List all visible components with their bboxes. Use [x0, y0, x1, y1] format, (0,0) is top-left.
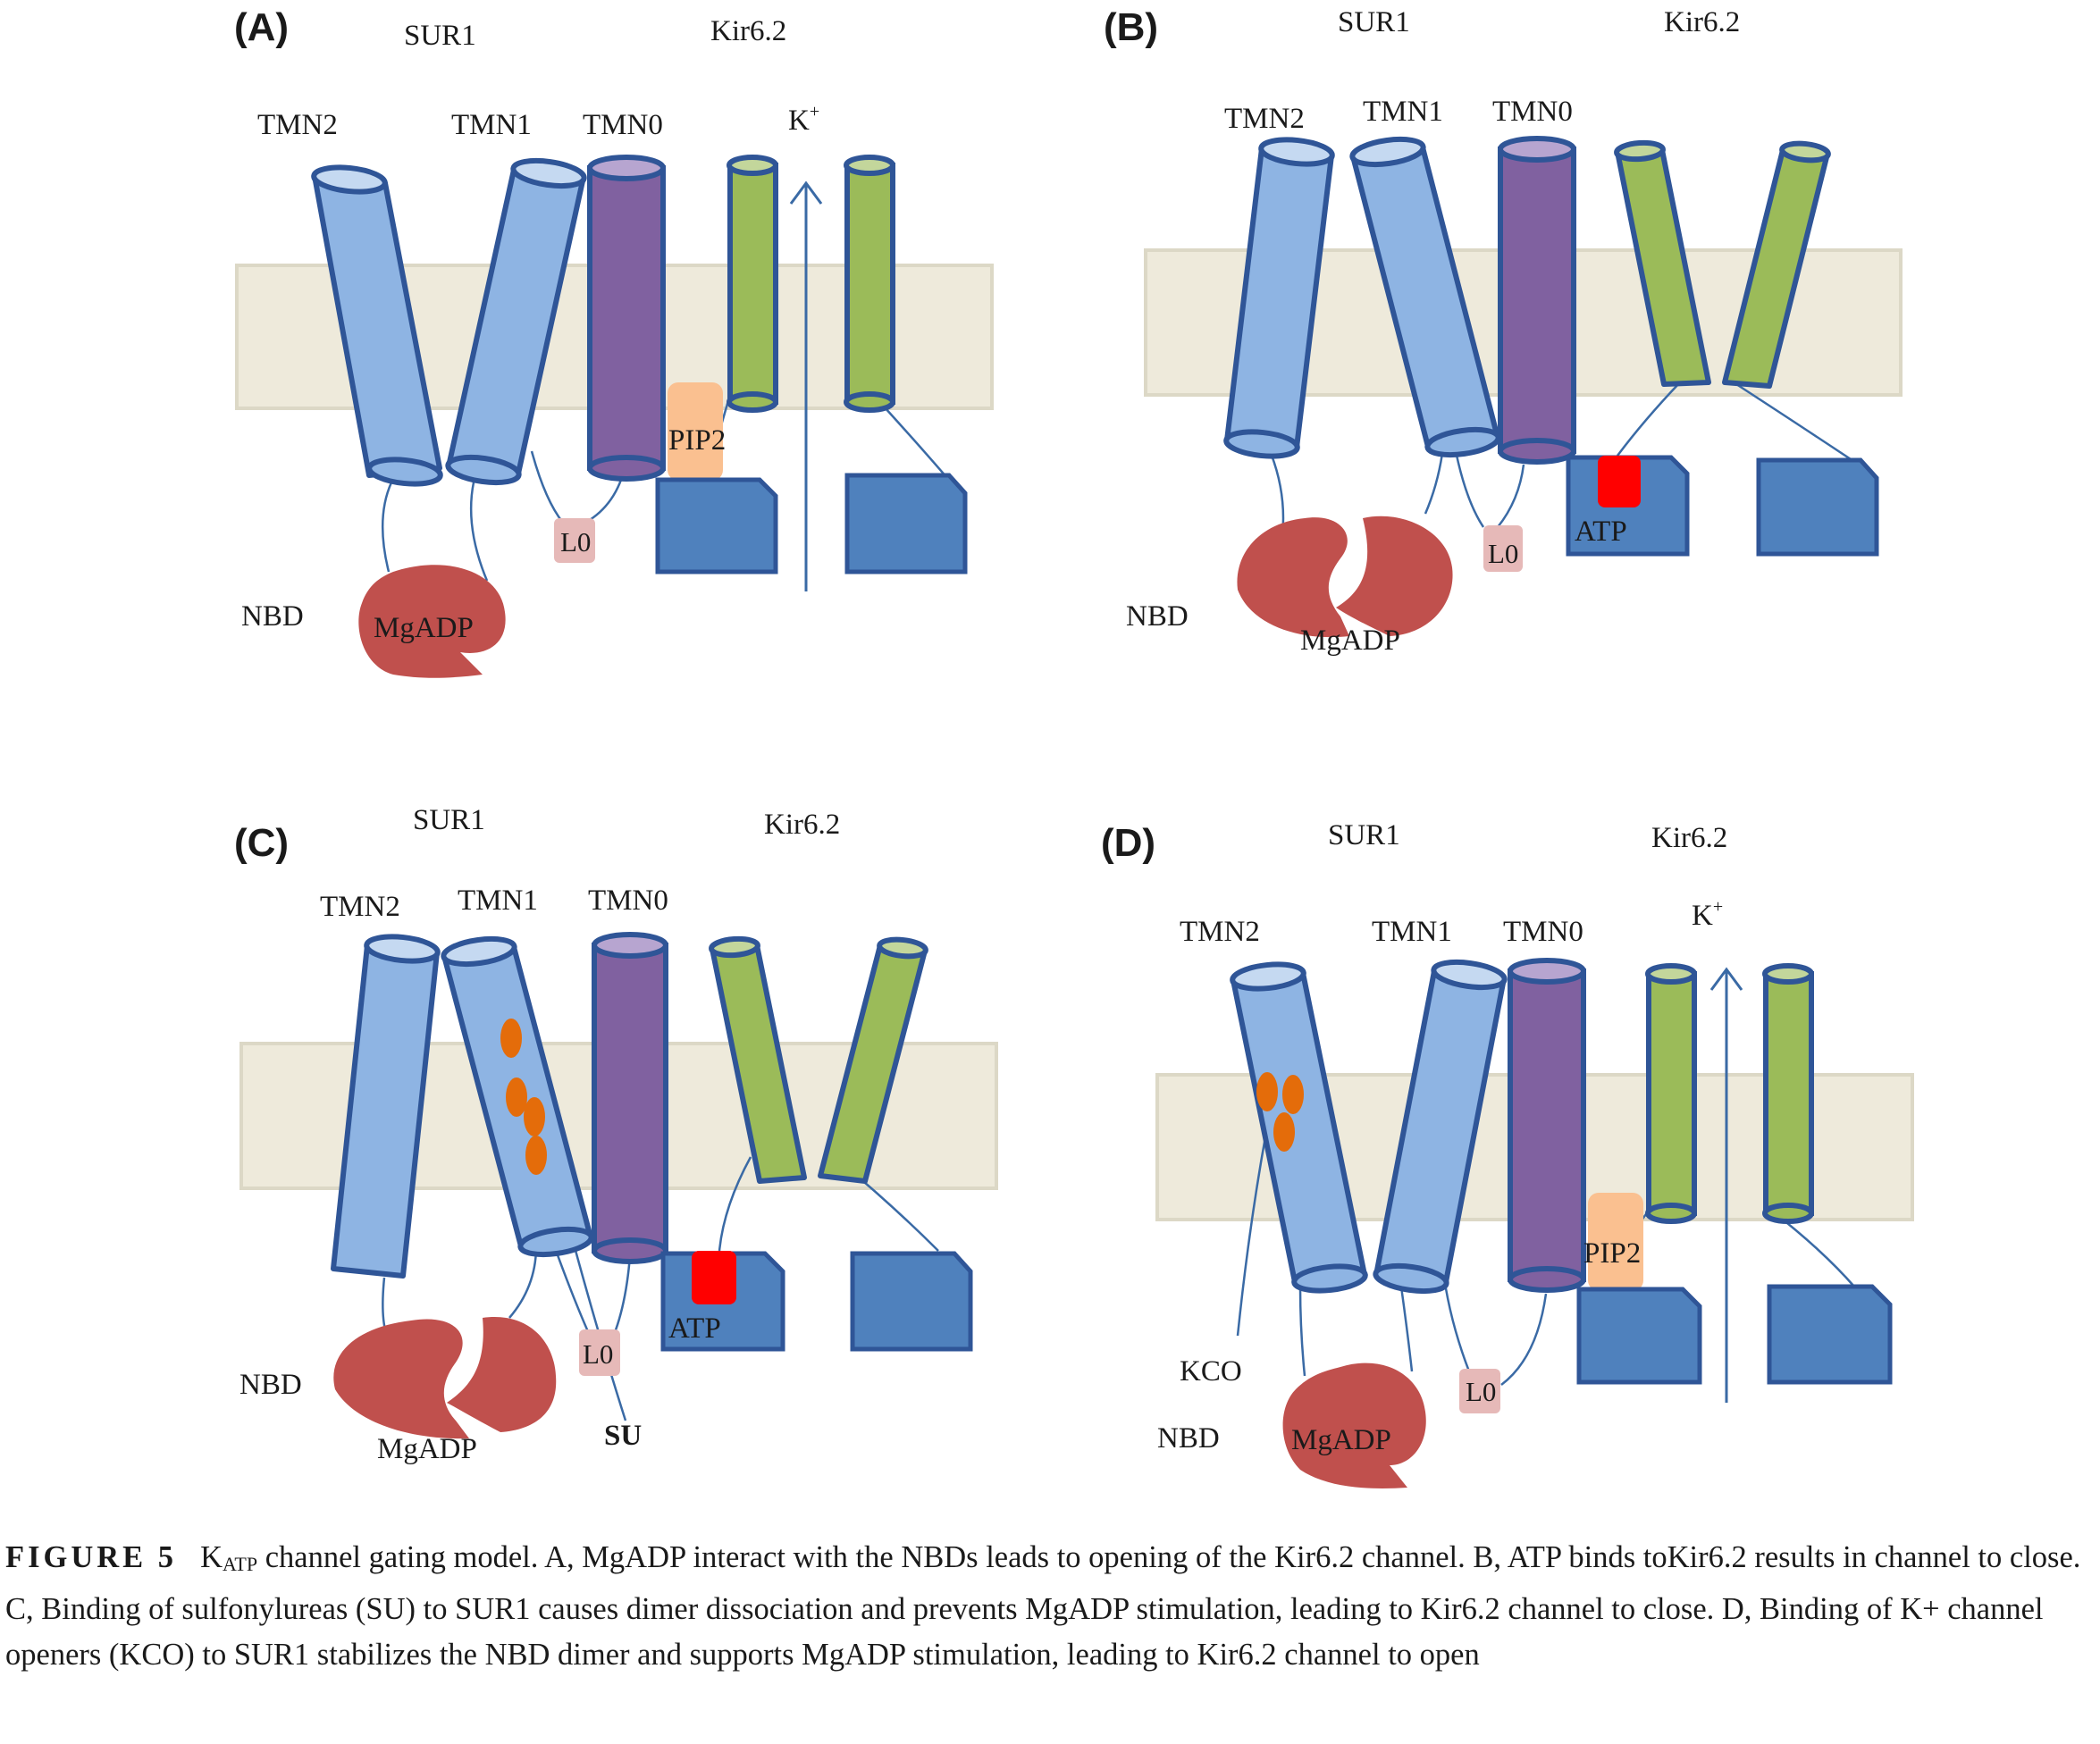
atp-label: ATP	[668, 1312, 721, 1345]
panel-letter-d: (D)	[1101, 821, 1155, 865]
tmn2-helix	[1223, 137, 1335, 459]
sur1-label: SUR1	[413, 804, 485, 836]
tmn1-helix	[445, 157, 587, 486]
figure-label: FIGURE 5	[5, 1540, 178, 1574]
su-binding-dots	[500, 1019, 547, 1175]
nbd-label: NBD	[241, 600, 304, 633]
kir-label: Kir6.2	[1651, 822, 1727, 854]
panel-letter-a: (A)	[234, 5, 289, 49]
kir-helix-right	[1762, 963, 1814, 1224]
mgadp-label: MgADP	[1291, 1424, 1391, 1456]
tmn1-label: TMN1	[451, 109, 532, 141]
tmn0-label: TMN0	[1492, 96, 1573, 128]
l0-label: L0	[1488, 538, 1518, 569]
tmn1-label: TMN1	[1363, 96, 1443, 128]
k-arrow	[1709, 967, 1743, 1403]
tmn0-helix	[1498, 136, 1576, 465]
tmn0-label: TMN0	[1503, 916, 1583, 948]
kir-nbd-box-right	[1756, 457, 1879, 557]
kco-label: KCO	[1180, 1355, 1242, 1388]
kir-helix-left	[727, 155, 778, 413]
tmn2-label: TMN2	[320, 891, 400, 923]
mgadp-dimer	[1282, 1362, 1426, 1488]
kir-nbd-box-left	[1576, 1287, 1702, 1385]
mgadp-label: MgADP	[374, 612, 474, 644]
katp-subscript: ATP	[222, 1553, 258, 1575]
katp-symbol: K	[200, 1540, 223, 1574]
pip2-box	[1588, 1193, 1643, 1291]
l0-label: L0	[583, 1338, 613, 1370]
tmn0-helix	[592, 932, 668, 1264]
kir-helix-left	[1614, 139, 1711, 387]
k-plus-label: K+	[788, 102, 819, 137]
panel-letter-c: (C)	[234, 821, 289, 865]
mgadp-half-right	[447, 1317, 557, 1432]
tmn0-helix	[1508, 958, 1586, 1293]
katp-gating-figure: (A) SUR1 Kir6.2 TMN2 TMN1 TMN0 K+ PIP2 L…	[234, 5, 1914, 1488]
sur1-label: SUR1	[1328, 819, 1400, 851]
kir-label: Kir6.2	[710, 15, 786, 47]
pip2-box	[668, 382, 723, 481]
kir-helix-left	[1645, 963, 1697, 1224]
panel-a	[235, 155, 994, 678]
l0-box	[579, 1329, 620, 1376]
kir-nbd-box-right	[1767, 1284, 1893, 1385]
l0-box	[1483, 525, 1523, 572]
pip2-label: PIP2	[1583, 1237, 1641, 1270]
nbd-label: NBD	[1126, 600, 1189, 633]
kco-binding-dots	[1256, 1072, 1304, 1152]
kir-helix-right	[1722, 140, 1831, 389]
kir-label: Kir6.2	[1664, 6, 1740, 38]
l0-label: L0	[560, 526, 591, 558]
atp-box	[692, 1251, 736, 1304]
su-label: SU	[604, 1420, 642, 1452]
kir-nbd-box-right	[850, 1251, 973, 1352]
tmn2-label: TMN2	[257, 109, 338, 141]
panel-c	[239, 932, 998, 1439]
l0-box	[1459, 1369, 1500, 1413]
figure-caption: FIGURE 5 KATP channel gating model. A, Mg…	[5, 1535, 2087, 1678]
kir-nbd-box-right	[844, 473, 968, 574]
kir-helix-right	[844, 155, 895, 413]
kir-helix-right	[818, 936, 928, 1184]
pip2-label: PIP2	[668, 424, 726, 457]
atp-box	[1598, 456, 1641, 507]
tmn2-helix	[311, 164, 443, 487]
kir-helix-left	[709, 935, 807, 1184]
tmn2-label: TMN2	[1224, 103, 1305, 135]
tmn1-label: TMN1	[458, 885, 538, 917]
tmn2-helix	[1230, 961, 1368, 1294]
kir-label: Kir6.2	[764, 809, 840, 841]
mgadp-half-right	[1336, 516, 1453, 636]
sur1-label: SUR1	[1338, 6, 1410, 38]
atp-label: ATP	[1575, 516, 1627, 548]
tmn1-helix	[1373, 959, 1508, 1295]
mgadp-half-left	[333, 1319, 469, 1439]
nbd-label: NBD	[1157, 1422, 1220, 1455]
tmn2-label: TMN2	[1180, 916, 1260, 948]
panel-b	[1144, 136, 1903, 638]
tmn1-label: TMN1	[1372, 916, 1452, 948]
l0-label: L0	[1466, 1376, 1496, 1407]
tmn0-label: TMN0	[588, 885, 668, 917]
mgadp-label: MgADP	[377, 1433, 477, 1465]
sur1-label: SUR1	[404, 20, 476, 52]
mgadp-dimer	[358, 565, 506, 678]
nbd-label: NBD	[239, 1369, 302, 1401]
k-arrow	[789, 180, 823, 591]
mgadp-half-left	[1237, 517, 1349, 638]
panel-letter-b: (B)	[1104, 5, 1158, 49]
l0-box	[554, 518, 595, 563]
tmn0-label: TMN0	[583, 109, 663, 141]
tmn0-helix	[587, 155, 666, 482]
panel-d	[1155, 958, 1914, 1488]
caption-text: channel gating model. A, MgADP interact …	[5, 1540, 2081, 1672]
kir-nbd-box-left	[655, 477, 778, 574]
tmn2-helix	[331, 934, 441, 1279]
mgadp-label: MgADP	[1300, 625, 1400, 657]
k-plus-label: K+	[1692, 897, 1723, 932]
